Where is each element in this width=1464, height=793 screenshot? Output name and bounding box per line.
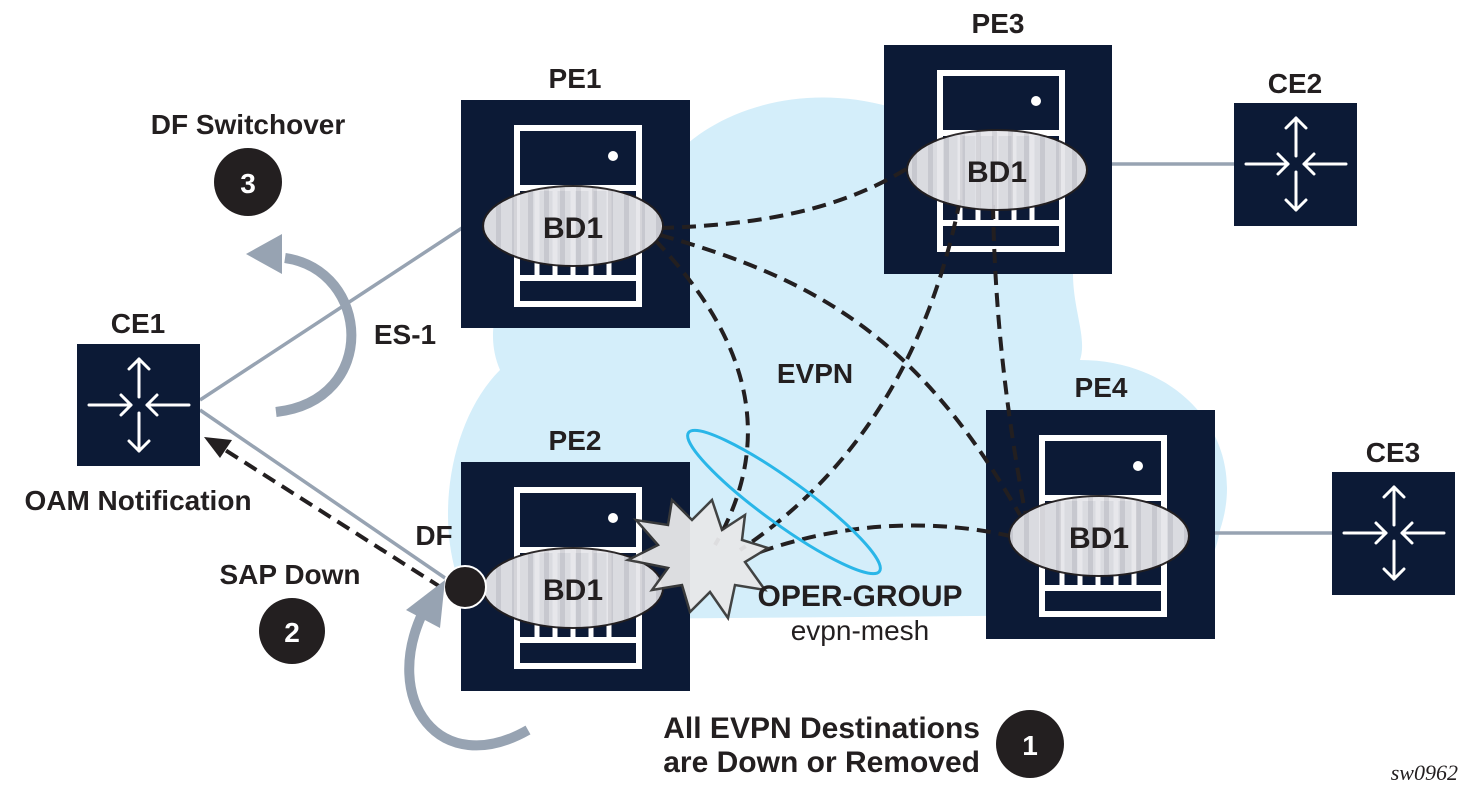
ce1-node[interactable] [77,344,200,466]
step2-number: 2 [284,617,300,648]
failure-burst-icon [624,497,772,622]
link-ce1-pe1 [199,226,463,402]
evpn-link-pe1-pe3 [659,166,910,230]
oam-notification-label: OAM Notification [24,485,251,516]
pe1-bd-label: BD1 [543,212,603,245]
step1-line1: All EVPN Destinations [663,712,980,745]
step1-line2: are Down or Removed [663,746,980,779]
oper-group-label: OPER-GROUP [757,580,962,613]
evpn-link-pe1-pe2 [653,238,750,547]
ce3-label: CE3 [1366,437,1420,468]
pe4-label: PE4 [1075,372,1128,403]
step3-badge: 3 [214,148,282,216]
oper-group-name: evpn-mesh [791,615,930,646]
evpn-link-pe1-pe4 [659,233,1022,516]
pe3-bd-label: BD1 [967,156,1027,189]
step3-number: 3 [240,168,256,199]
step2-badge: 2 [259,598,325,664]
pe2-bd[interactable]: BD1 [482,547,664,629]
figure-id: sw0962 [1391,760,1458,785]
ce2-label: CE2 [1268,68,1322,99]
df-switchover-arrow [275,253,357,417]
pe4-bd-label: BD1 [1069,522,1129,555]
pe2-bd-label: BD1 [543,574,603,607]
sap-down-arrowhead-icon [406,580,445,628]
ce1-label: CE1 [111,308,165,339]
ce2-node[interactable] [1234,103,1357,226]
evpn-link-pe2-pe4 [759,523,1011,554]
pe1-label: PE1 [549,63,602,94]
df-label: DF [415,520,452,551]
df-switchover-arrowhead-icon [246,234,282,274]
step2-label: SAP Down [219,559,360,590]
pe1-bd[interactable]: BD1 [482,185,664,267]
evpn-label: EVPN [777,358,853,389]
oam-arrowhead-icon [204,437,232,458]
ce3-node[interactable] [1332,472,1455,595]
pe3-label: PE3 [972,8,1025,39]
sap-down-arrow [404,607,531,751]
link-ce1-pe2 [199,408,449,582]
pe3-bd[interactable]: BD1 [906,129,1088,211]
step1-number: 1 [1022,730,1038,761]
df-sap-dot[interactable] [443,565,487,609]
evpn-link-pe3-pe4 [991,204,1027,513]
pe2-label: PE2 [549,425,602,456]
oper-group-ring[interactable] [676,415,893,589]
pe4-bd[interactable]: BD1 [1008,495,1190,577]
step1-badge: 1 [996,710,1064,778]
step3-label: DF Switchover [151,109,346,140]
es-label: ES-1 [374,319,436,350]
